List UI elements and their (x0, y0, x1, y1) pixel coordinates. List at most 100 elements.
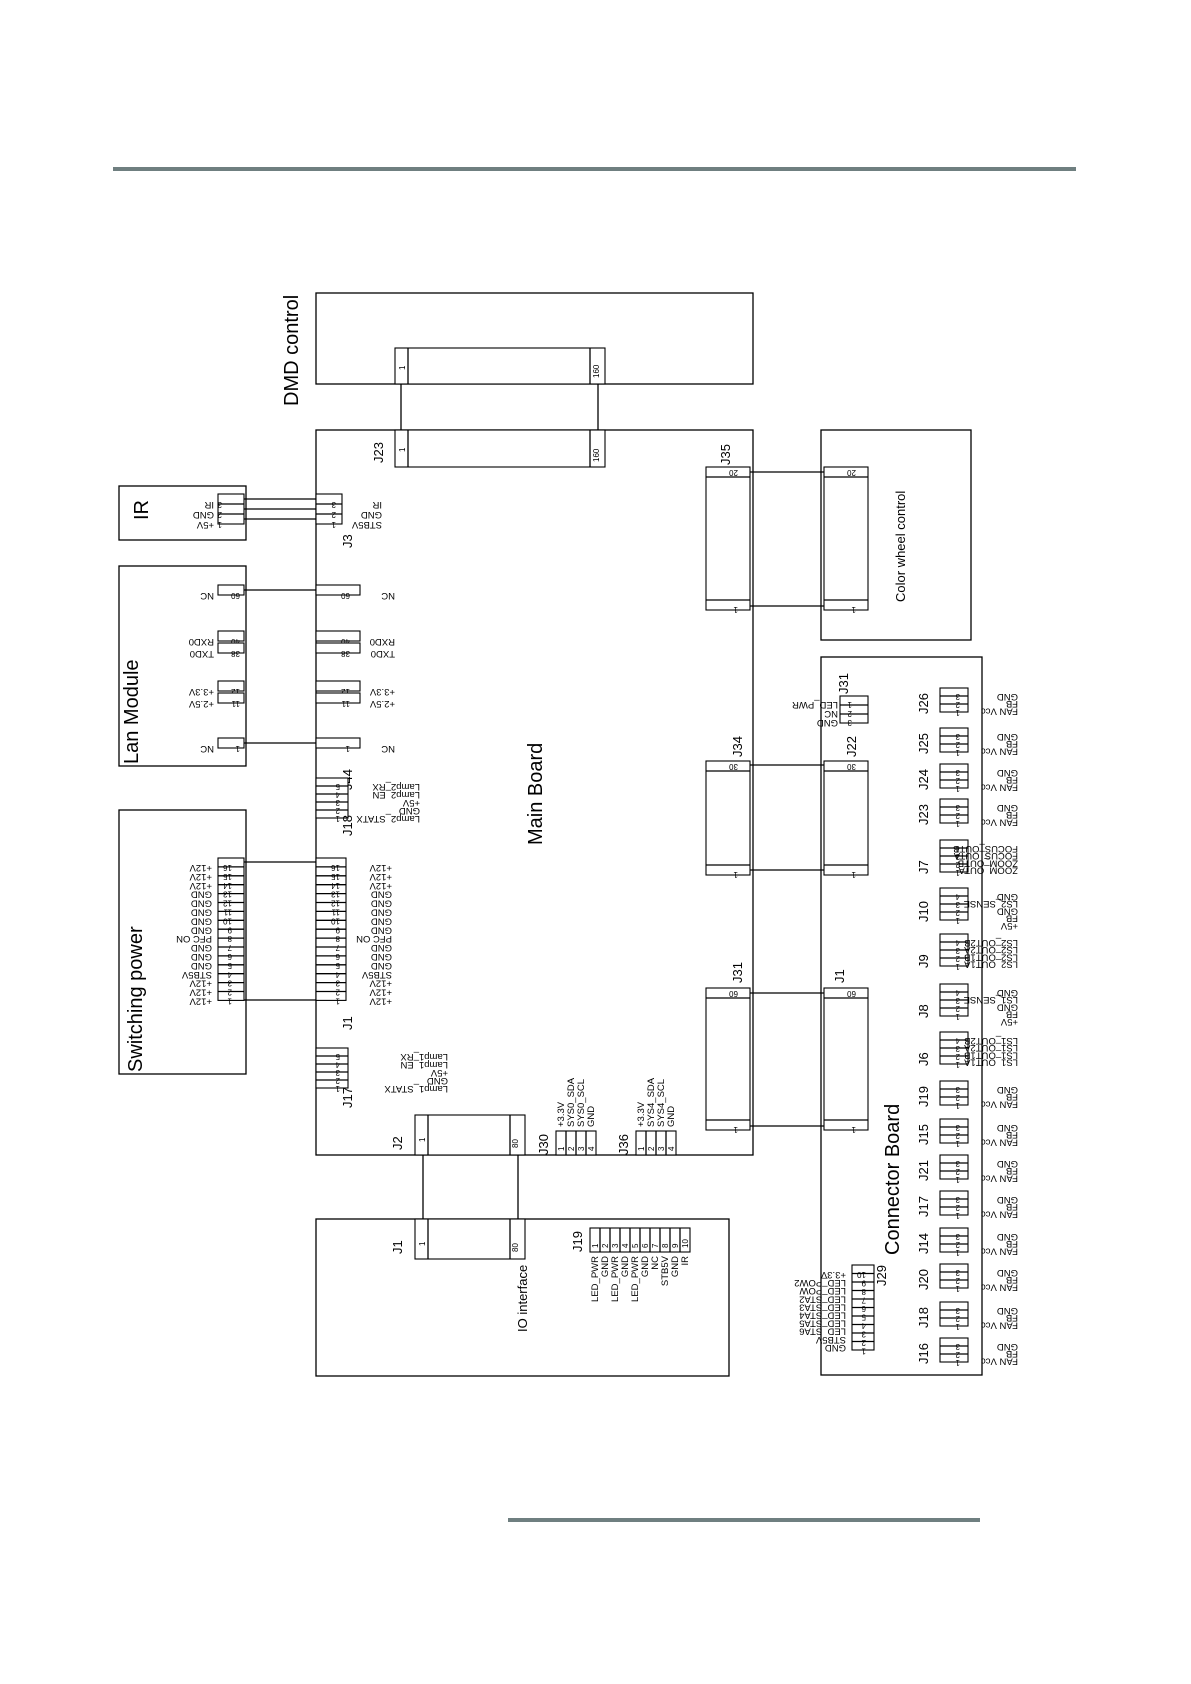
cb-connector-signal: FB (1006, 1201, 1018, 1212)
cb-j31-signal: LED_PWR (792, 699, 838, 710)
io-j19-pin: 9 (671, 1243, 680, 1248)
cb-connector-signal: FB (1006, 1238, 1018, 1249)
lan-signal: TXD0 (190, 648, 214, 659)
power-main-pin: 3 (335, 979, 340, 988)
switching-power-title: Switching power (125, 926, 147, 1072)
cb-j29-pin: 5 (861, 1313, 866, 1322)
cb-connector-signal: FB (1006, 738, 1018, 749)
cb-connector-pin: 3 (955, 1044, 960, 1053)
main-lan-pin: 60 (341, 591, 350, 600)
cb-connector-pin: 2 (955, 1240, 960, 1249)
power-main-signal: GND (371, 907, 392, 918)
j23-connector (394, 429, 606, 468)
cb-connector (939, 1337, 969, 1363)
j17-pin: 3 (335, 1068, 340, 1077)
color-wheel-connector-pin: 20 (847, 468, 856, 477)
header-rule (113, 167, 1076, 171)
cb-connector-signal: LS1_OUT2A (963, 1042, 1018, 1053)
power-main-signal: GND (371, 915, 392, 926)
cb-connector-label: J16 (916, 1343, 931, 1364)
power-pin: 16 (223, 863, 232, 872)
cb-j31-label: J31 (836, 673, 851, 694)
power-main-signal: PFC ON (356, 933, 392, 944)
ir-pin: 2 (217, 510, 222, 519)
cb-connector-pin: 2 (955, 1276, 960, 1285)
cb-j29-label: J29 (874, 1265, 889, 1286)
lan-signal: RXD0 (189, 636, 214, 647)
power-pin: 10 (223, 916, 232, 925)
j31-main-connector-pin: 60 (729, 989, 738, 998)
power-signal: STB5V (181, 969, 212, 980)
power-signal: GND (191, 915, 212, 926)
cb-connector-signal: FB (1006, 1129, 1018, 1140)
cb-connector-pin: 4 (955, 938, 960, 947)
cb-j29-pin: 9 (861, 1279, 866, 1288)
power-signal: +12V (189, 880, 212, 891)
switching-power-board (118, 809, 247, 1075)
main-lan-signal: RXD0 (370, 636, 395, 647)
ir-signal: IR (204, 499, 214, 510)
cb-connector-signal: LS1_SENSE (964, 994, 1018, 1005)
main-lan-pin: 12 (341, 687, 350, 696)
cb-j29-signal: GND (825, 1342, 846, 1353)
cb-connector-signal: LS1_OUT1A (963, 1057, 1018, 1068)
power-main-pin: 9 (335, 925, 340, 934)
power-main-signal: GND (371, 951, 392, 962)
cb-connector-pin: 3 (955, 692, 960, 701)
cb-connector-pin: 2 (955, 1167, 960, 1176)
j36-connector-pin: 3 (657, 1146, 666, 1151)
cb-connector-pin: 2 (955, 954, 960, 963)
power-signal: +12V (189, 862, 212, 873)
power-main-pin: 14 (331, 881, 340, 890)
j23-pin: 160 (592, 448, 601, 462)
cb-connector-label: J21 (916, 1160, 931, 1181)
cb-connector-label: J26 (916, 693, 931, 714)
main-lan-pin-cell (315, 737, 361, 749)
color-wheel-board (820, 429, 972, 641)
cb-connector-pin: 1 (955, 868, 960, 877)
cb-connector-pin: 1 (955, 819, 960, 828)
lan-pin: 40 (231, 637, 240, 646)
j35-connector-pin: 1 (733, 605, 738, 614)
cb-connector-pin: 3 (955, 900, 960, 909)
cb-connector-pin: 3 (955, 852, 960, 861)
ir-connector (217, 493, 245, 525)
cb-connector-signal: GND (997, 1267, 1018, 1278)
io-j1-pin: 1 (418, 1241, 427, 1246)
cb-j29-pin: 1 (861, 1347, 866, 1356)
j36-connector-signal: +3.3V (636, 1101, 647, 1127)
power-main-signal: +12V (369, 880, 392, 891)
cb-connector-pin: 1 (955, 1358, 960, 1367)
cb-connector-label: J17 (916, 1196, 931, 1217)
j34-connector-pin: 1 (733, 870, 738, 879)
j30-connector-signal: SYS0_SCL (576, 1079, 587, 1127)
j18-pin: 5 (335, 782, 340, 791)
power-main-pin: 6 (335, 952, 340, 961)
j18-signal: GND (399, 805, 420, 816)
io-j19-pin: 7 (651, 1243, 660, 1248)
cb-connector-pin: 3 (955, 1195, 960, 1204)
cb-connector-signal: GND (997, 731, 1018, 742)
j17-connector (315, 1047, 349, 1089)
ir-pin: 1 (217, 520, 222, 529)
j2-connector (414, 1114, 526, 1156)
cb-connector-signal: FAN Vcc (981, 781, 1018, 792)
connector-board-title: Connector Board (882, 1104, 904, 1255)
cb-connector-pin: 2 (955, 1314, 960, 1323)
j34-connector (705, 760, 751, 876)
power-signal: GND (191, 907, 212, 918)
main-board-title: Main Board (525, 743, 547, 845)
io-j19-label: J19 (570, 1231, 585, 1252)
cb-j29-pin: 6 (861, 1304, 866, 1313)
cb-j31-pin: 2 (847, 709, 852, 718)
j18-signal: Lamp2_RX (372, 781, 420, 792)
cb-connector (939, 1301, 969, 1327)
cb-connector-signal: LS1_OUT1B (964, 1049, 1018, 1060)
cb-connector-signal: GND (997, 905, 1018, 916)
j17-signal: Lamp1_STATX (384, 1083, 448, 1094)
power-main-pin: 12 (331, 899, 340, 908)
j30-connector-signal: SYS0_SDA (566, 1077, 577, 1127)
cb-j29-signal: +3.3V (820, 1269, 846, 1280)
main-lan-pin: 38 (341, 649, 350, 658)
color-wheel-title: Color wheel control (893, 491, 908, 602)
